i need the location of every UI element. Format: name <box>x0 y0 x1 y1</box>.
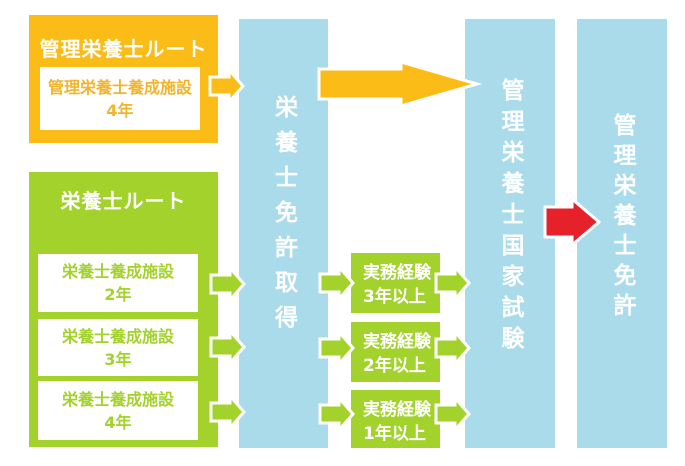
facility-years: 2年 <box>104 285 132 304</box>
arrow-license-to-exp-3yr <box>318 263 355 303</box>
arrow-3yr-to-license-column <box>209 327 246 367</box>
column-label: 管理栄養士国家試験 <box>497 78 523 357</box>
kanri-facility-name: 管理栄養士養成施設 <box>47 77 192 97</box>
facility-years: 3年 <box>104 349 132 369</box>
arrow-4yr-to-license-column <box>209 392 246 432</box>
column-national-exam: 管理栄養士国家試験 <box>465 19 555 448</box>
arrow-exam-to-kanri-license <box>543 195 602 249</box>
column-label: 管理栄養士免許 <box>609 112 635 323</box>
experience-box-3yr: 実務経験 3年以上 <box>351 253 440 313</box>
experience-years: 1年以上 <box>363 424 426 444</box>
arrow-license-to-exp-1yr <box>318 394 355 434</box>
arrow-exp-2yr-to-exam <box>434 328 471 368</box>
experience-years: 3年以上 <box>363 287 426 307</box>
arrow-license-to-exp-2yr <box>318 328 355 368</box>
eiyoshi-facility-box-3yr: 栄養士養成施設 3年 <box>38 319 198 376</box>
arrow-exp-1yr-to-exam <box>434 394 471 434</box>
column-label: 栄養士免許取得 <box>270 95 297 340</box>
experience-box-2yr: 実務経験 2年以上 <box>351 322 440 382</box>
facility-name: 栄養士養成施設 <box>61 389 174 409</box>
experience-label: 実務経験 <box>363 263 431 283</box>
facility-name: 栄養士養成施設 <box>61 262 174 281</box>
arrow-license-to-exam <box>317 60 483 108</box>
arrow-kanri-to-license-column <box>208 66 245 106</box>
eiyoshi-route-box: 栄養士ルート 栄養士養成施設 2年 栄養士養成施設 3年 栄養士養成施設 4年 <box>29 172 218 447</box>
kanri-route-box: 管理栄養士ルート 管理栄養士養成施設 4年 <box>29 15 218 143</box>
kanri-facility-years: 4年 <box>106 100 134 120</box>
eiyoshi-route-title: 栄養士ルート <box>60 189 187 213</box>
facility-name: 栄養士養成施設 <box>61 326 174 346</box>
kanri-route-title: 管理栄養士ルート <box>39 37 208 61</box>
experience-label: 実務経験 <box>363 332 431 352</box>
column-kanri-license: 管理栄養士免許 <box>577 19 667 448</box>
experience-years: 2年以上 <box>363 356 426 376</box>
experience-label: 実務経験 <box>363 400 431 420</box>
eiyoshi-facility-box-2yr: 栄養士養成施設 2年 <box>38 254 198 312</box>
facility-years: 4年 <box>104 412 132 432</box>
eiyoshi-facility-box-4yr: 栄養士養成施設 4年 <box>38 381 198 440</box>
arrow-2yr-to-license-column <box>209 264 246 304</box>
experience-box-1yr: 実務経験 1年以上 <box>351 390 440 448</box>
kanri-facility-box: 管理栄養士養成施設 4年 <box>40 67 200 130</box>
column-dietitian-license-acquire: 栄養士免許取得 <box>239 19 328 448</box>
arrow-exp-3yr-to-exam <box>434 263 471 303</box>
